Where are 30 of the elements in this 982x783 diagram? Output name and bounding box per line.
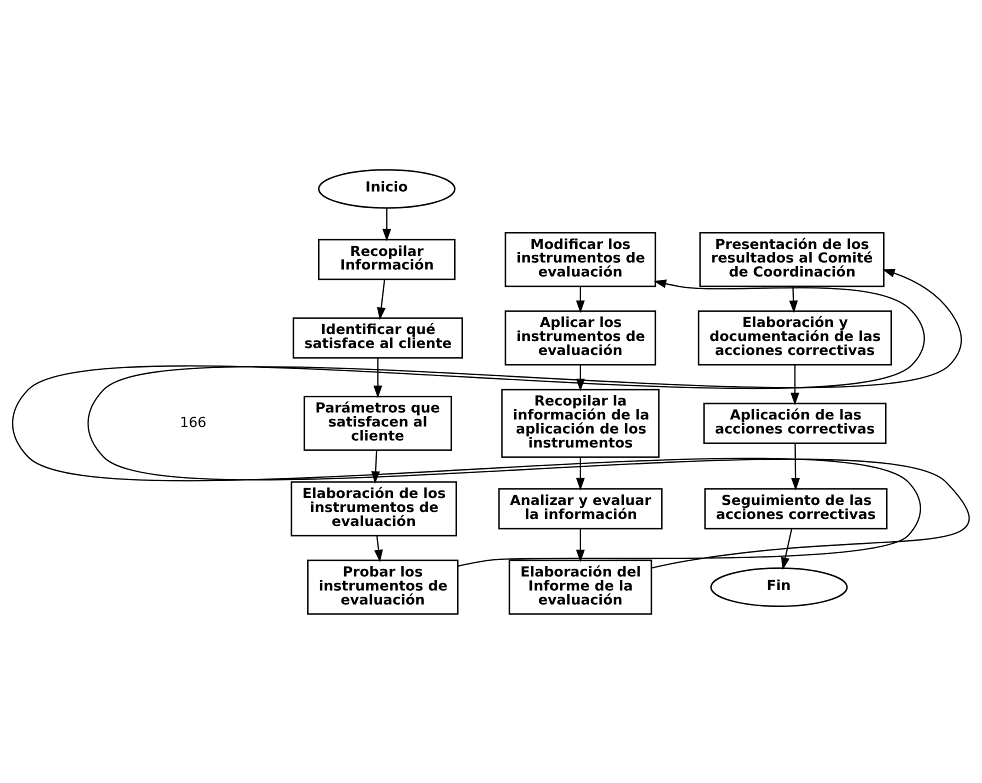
node-box: Aplicar los instrumentos de evaluación [504,310,656,366]
node-box: Elaboración y documentación de las acciones correctivas [698,310,892,366]
node-box: Probar los instrumentos de evaluación [307,559,459,614]
node-ellipse: Inicio [318,168,456,208]
node-box: Recopilar la información de la aplicación de los instrumentos [501,388,660,458]
arrow [382,207,392,241]
label: 166 [180,414,206,431]
node-box: Modificar los instrumentos de evaluación [504,231,656,287]
node-box: Elaboración de los instrumentos de evaluación [290,480,458,536]
arrow [374,535,383,562]
arrow [376,278,386,320]
node-box: Identificar qué satisface al cliente [292,316,463,358]
arrow [12,279,925,566]
arrow [791,442,800,490]
node-box: Analizar y evaluar la información [498,488,663,529]
node-box: Recopilar Información [318,238,456,280]
node-box: Seguimiento de las acciones correctivas [704,488,888,529]
arrow [373,357,382,398]
arrow [89,268,968,568]
arrow [789,286,798,313]
node-box: Presentación de los resultados al Comité de Coordinación [699,231,885,287]
node-box: Aplicación de las acciones correctivas [703,402,887,444]
arrow [781,528,792,570]
node-box: Elaboración del Informe de la evaluación [508,559,652,614]
node-box: Parámetros que satisfacen al cliente [304,395,452,450]
node-ellipse: Fin [710,566,848,606]
arrow [576,528,585,562]
arrow [576,456,585,490]
arrow [790,364,800,405]
arrow [576,286,585,313]
